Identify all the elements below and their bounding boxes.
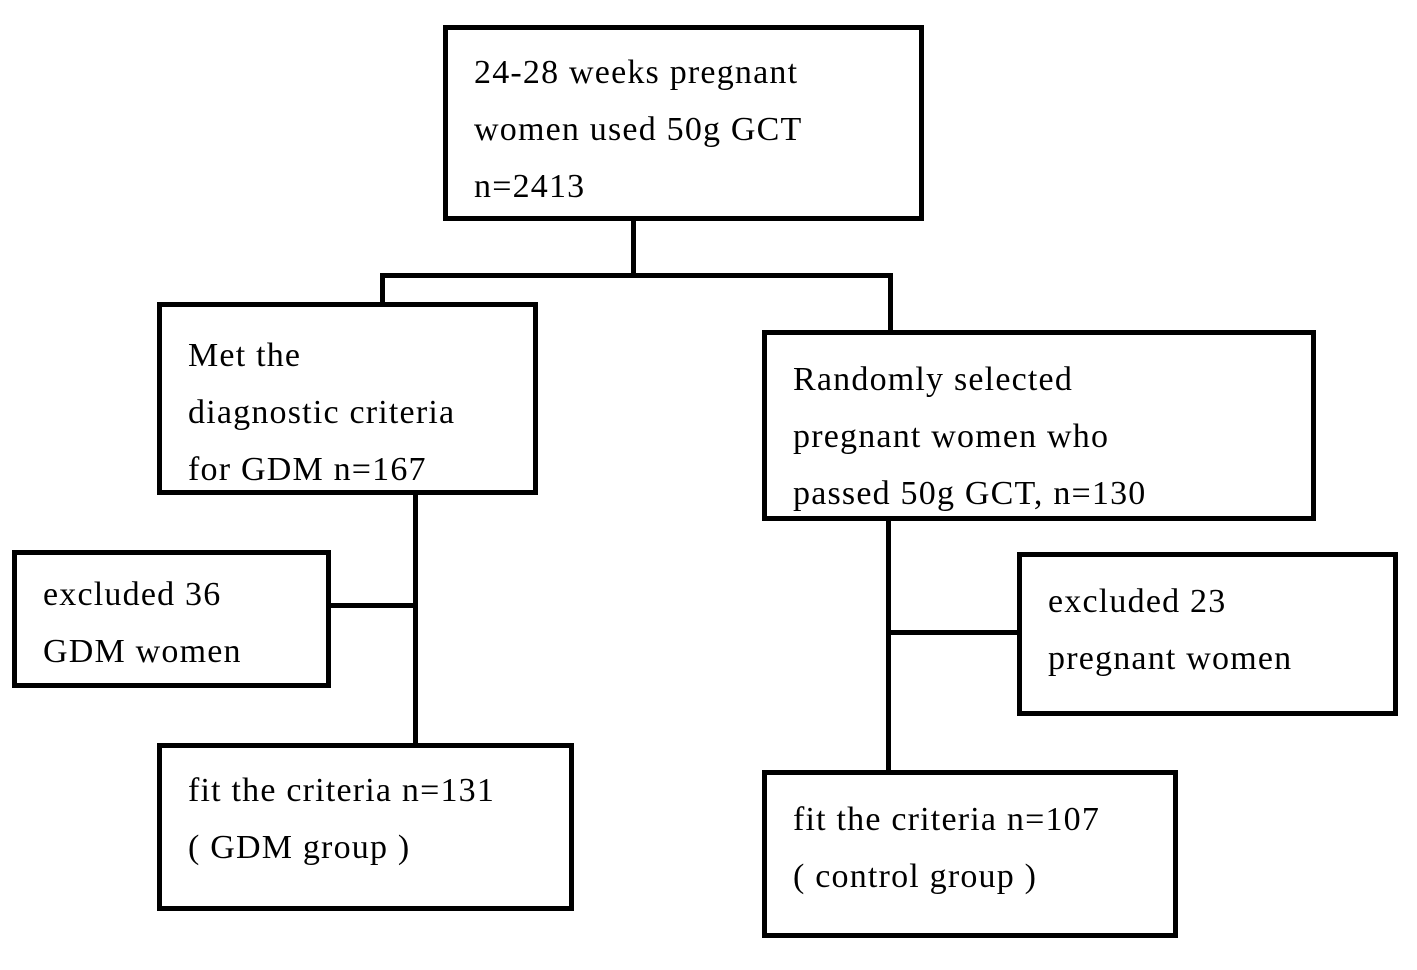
- flow-box-excluded-gdm: excluded 36 GDM women: [12, 550, 331, 688]
- box-text-line: Met the: [188, 337, 302, 374]
- connector-left-spine: [413, 492, 418, 746]
- box-text-line: fit the criteria n=131: [188, 772, 496, 809]
- connector-right-drop: [888, 273, 893, 334]
- flow-box-gdm-criteria: Met the diagnostic criteria for GDM n=16…: [157, 302, 538, 495]
- flow-box-gdm-group: fit the criteria n=131 ( GDM group ): [157, 743, 574, 911]
- box-text-line: excluded 36: [43, 576, 222, 613]
- box-text-line: n=2413: [474, 168, 586, 205]
- connector-right-exclusion-branch: [889, 630, 1020, 635]
- flow-box-excluded-control: excluded 23 pregnant women: [1017, 552, 1398, 716]
- box-text-line: diagnostic criteria: [188, 394, 456, 431]
- flow-box-control-group: fit the criteria n=107 ( control group ): [762, 770, 1178, 938]
- box-text-line: ( GDM group ): [188, 829, 411, 866]
- connector-right-spine: [886, 518, 891, 773]
- flow-box-randomly-selected: Randomly selected pregnant women who pas…: [762, 330, 1316, 521]
- box-text-line: for GDM n=167: [188, 451, 427, 488]
- connector-left-drop: [380, 273, 385, 306]
- box-text-line: pregnant women: [1048, 640, 1293, 677]
- box-text-line: passed 50g GCT, n=130: [793, 475, 1147, 512]
- box-text-line: fit the criteria n=107: [793, 801, 1101, 838]
- box-text-line: pregnant women who: [793, 418, 1110, 455]
- box-text-line: ( control group ): [793, 858, 1038, 895]
- flow-box-screened-population: 24-28 weeks pregnant women used 50g GCT …: [443, 25, 924, 221]
- box-text-line: women used 50g GCT: [474, 111, 803, 148]
- box-text-line: 24-28 weeks pregnant: [474, 54, 799, 91]
- box-text-line: excluded 23: [1048, 583, 1227, 620]
- box-text-line: GDM women: [43, 633, 242, 670]
- connector-top-stem: [631, 218, 636, 278]
- connector-split-bar: [380, 273, 893, 278]
- connector-left-exclusion-branch: [328, 603, 416, 608]
- box-text-line: Randomly selected: [793, 361, 1074, 398]
